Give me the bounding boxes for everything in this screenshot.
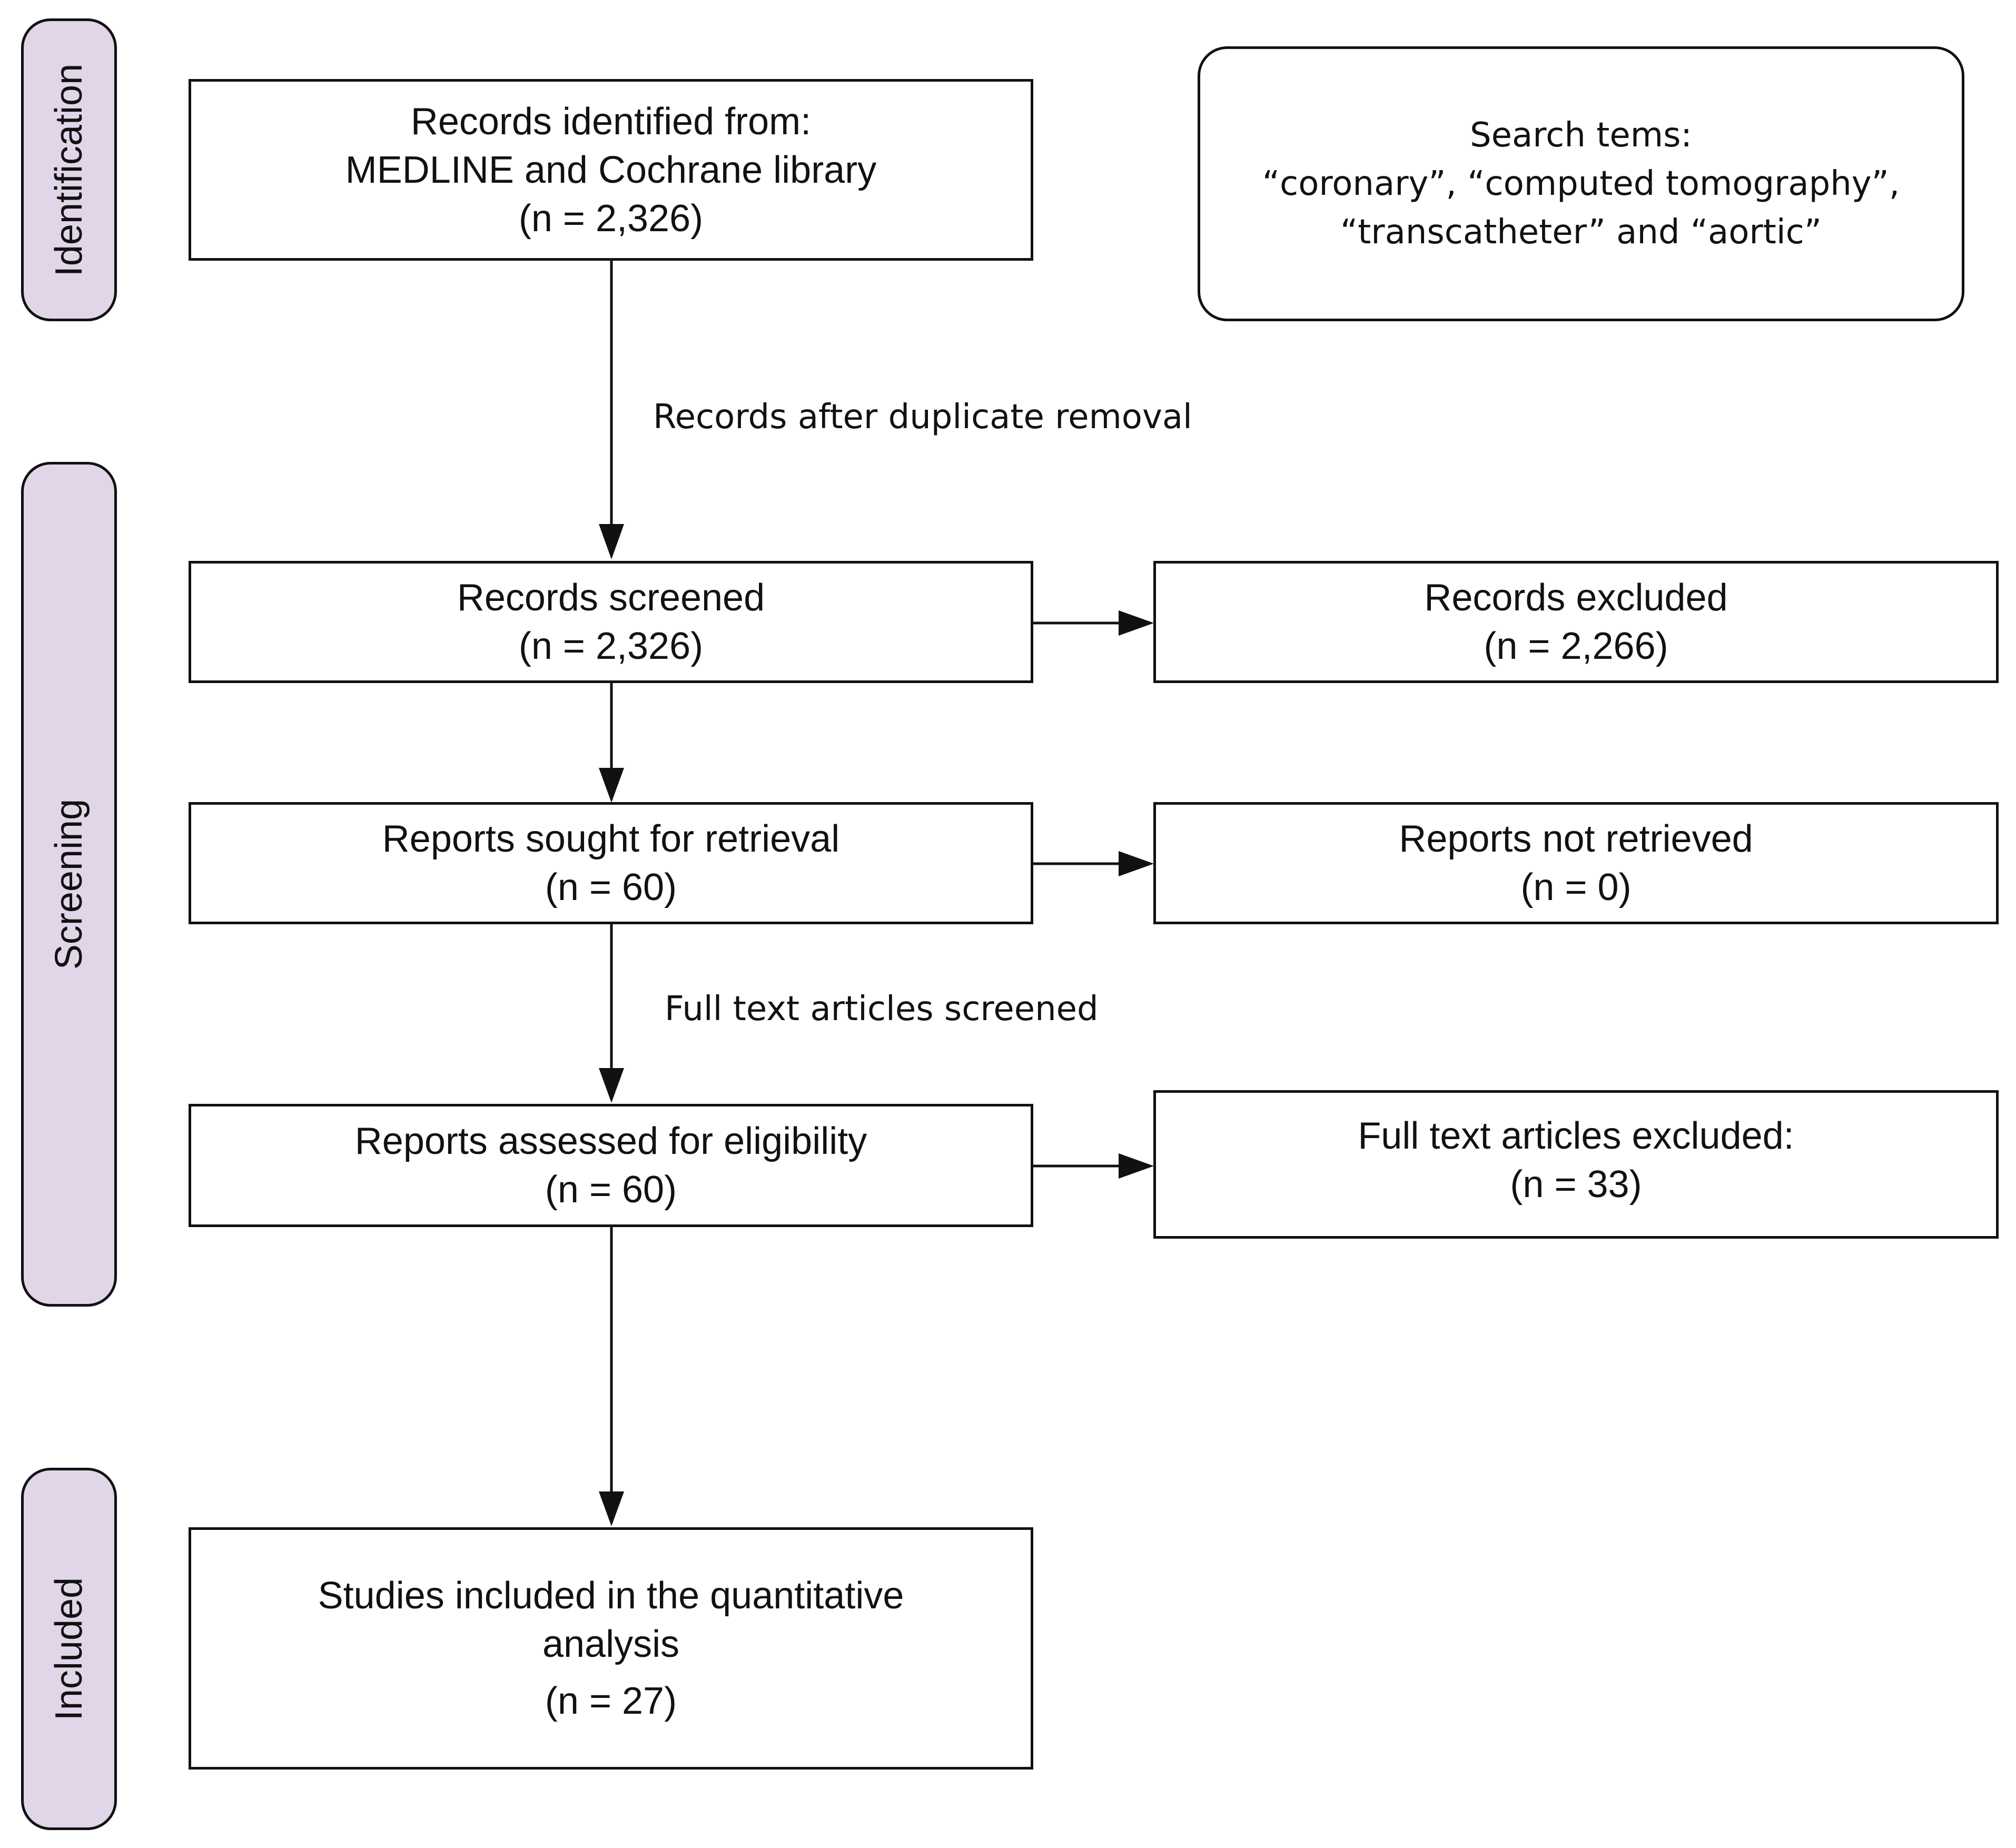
arrowhead-sought-to-not-retrieved (1119, 851, 1154, 876)
reports-not-retrieved-box: Reports not retrieved (n = 0) (1153, 802, 1999, 924)
reports-assessed-label: Reports assessed for eligibility (354, 1120, 867, 1162)
phase-screening: Screening (21, 462, 117, 1307)
phase-included: Included (21, 1468, 117, 1830)
reports-not-retrieved-label: Reports not retrieved (1399, 818, 1753, 860)
search-terms-line3: “transcatheter” and “aortic” (1340, 213, 1822, 252)
reports-assessed-box: Reports assessed for eligibility (n = 60… (189, 1104, 1033, 1227)
arrowhead-assessed-to-included (599, 1491, 624, 1526)
records-excluded-box: Records excluded (n = 2,266) (1153, 561, 1999, 683)
full-text-excluded-label: Full text articles excluded: (1358, 1115, 1794, 1157)
records-excluded-count: (n = 2,266) (1484, 625, 1668, 667)
arrowhead-screened-to-excluded (1119, 610, 1154, 636)
reports-sought-label: Reports sought for retrieval (382, 818, 840, 860)
reports-sought-box: Reports sought for retrieval (n = 60) (189, 802, 1033, 924)
records-screened-box: Records screened (n = 2,326) (189, 561, 1033, 683)
search-terms-box: Search tems: “coronary”, “computed tomog… (1198, 46, 1964, 321)
studies-included-line1: Studies included in the quantitative (318, 1575, 904, 1617)
search-terms-line2: “coronary”, “computed tomography”, (1262, 164, 1900, 203)
records-identified-box: Records identified from: MEDLINE and Coc… (189, 79, 1033, 261)
studies-included-count: (n = 27) (545, 1680, 677, 1722)
full-text-screened-label: Full text articles screened (665, 990, 1099, 1029)
studies-included-line2: analysis (542, 1623, 680, 1665)
studies-included-box: Studies included in the quantitative ana… (189, 1527, 1033, 1770)
full-text-excluded-box: Full text articles excluded: (n = 33) (1153, 1090, 1999, 1239)
duplicate-removal-label: Records after duplicate removal (653, 398, 1192, 437)
records-excluded-label: Records excluded (1424, 577, 1728, 619)
full-text-excluded-count: (n = 33) (1510, 1163, 1642, 1205)
phase-screening-label: Screening (48, 798, 90, 970)
records-screened-count: (n = 2,326) (518, 625, 704, 667)
arrowhead-assessed-to-full-text-excluded (1119, 1153, 1154, 1179)
phase-identification-label: Identification (48, 63, 90, 276)
arrowhead-identified-to-screened (599, 524, 624, 559)
records-identified-line2: MEDLINE and Cochrane library (345, 149, 877, 191)
reports-not-retrieved-count: (n = 0) (1520, 866, 1632, 908)
phase-included-label: Included (48, 1577, 90, 1721)
reports-assessed-count: (n = 60) (545, 1169, 677, 1211)
reports-sought-count: (n = 60) (545, 866, 677, 908)
search-terms-heading: Search tems: (1470, 116, 1692, 155)
phase-identification: Identification (21, 18, 117, 321)
records-identified-line1: Records identified from: (410, 100, 812, 143)
records-identified-count: (n = 2,326) (518, 197, 704, 240)
records-screened-label: Records screened (457, 577, 765, 619)
arrowhead-sought-to-assessed (599, 1068, 624, 1103)
arrowhead-screened-to-sought (599, 768, 624, 803)
